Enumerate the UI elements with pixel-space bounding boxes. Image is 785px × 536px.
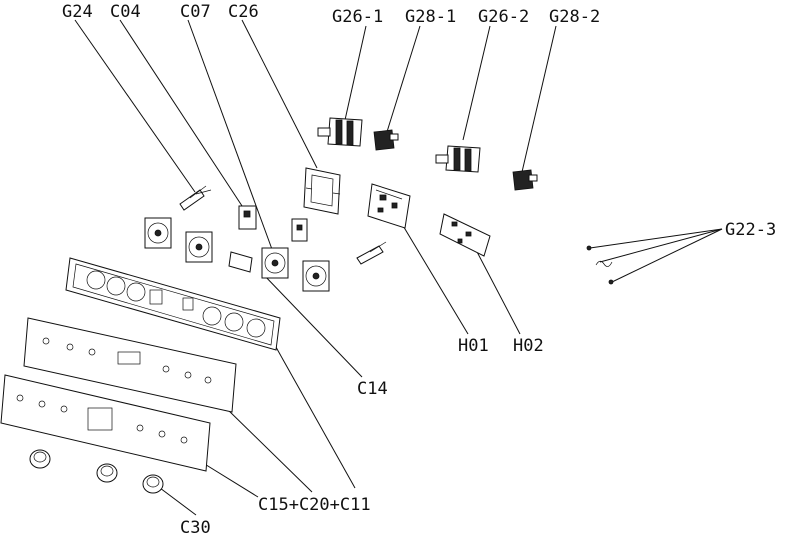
thermostat-g28-1 <box>373 129 399 151</box>
label-c14: C14 <box>357 379 388 399</box>
leader-lines <box>74 19 723 516</box>
switch-g26-2 <box>435 145 481 173</box>
wires-g22-3 <box>586 245 614 285</box>
housing-c11 <box>65 257 281 351</box>
label-g28-2: G28-2 <box>549 7 600 27</box>
connector-small <box>356 241 387 265</box>
connector-g24 <box>179 185 212 211</box>
label-g28-1: G28-1 <box>405 7 456 27</box>
fan-module-2 <box>185 231 213 263</box>
label-c04: C04 <box>110 2 141 22</box>
frame-c26 <box>303 167 341 215</box>
panel-c15 <box>0 374 211 472</box>
knob-1 <box>29 449 51 469</box>
label-h01: H01 <box>458 336 489 356</box>
knob-2 <box>96 463 118 483</box>
fan-module-4 <box>302 260 330 292</box>
board-h02 <box>439 213 491 257</box>
label-c07: C07 <box>180 2 211 22</box>
thermostat-g28-2 <box>512 169 538 191</box>
panel-c20 <box>23 317 237 413</box>
label-h02: H02 <box>513 336 544 356</box>
label-g26-1: G26-1 <box>332 7 383 27</box>
label-c15-c20-c11: C15+C20+C11 <box>258 495 371 515</box>
switch-g26-1 <box>317 117 363 147</box>
plate-c14 <box>228 251 253 273</box>
label-g22-3: G22-3 <box>725 220 776 240</box>
label-c30: C30 <box>180 518 211 536</box>
label-c26: C26 <box>228 2 259 22</box>
board-h01 <box>367 183 411 229</box>
fan-module-3 <box>261 247 289 279</box>
label-g26-2: G26-2 <box>478 7 529 27</box>
knob-3 <box>142 474 164 494</box>
fan-module-1 <box>144 217 172 249</box>
label-g24: G24 <box>62 2 93 22</box>
bracket-c04 <box>238 205 257 230</box>
bracket-small <box>291 218 308 242</box>
